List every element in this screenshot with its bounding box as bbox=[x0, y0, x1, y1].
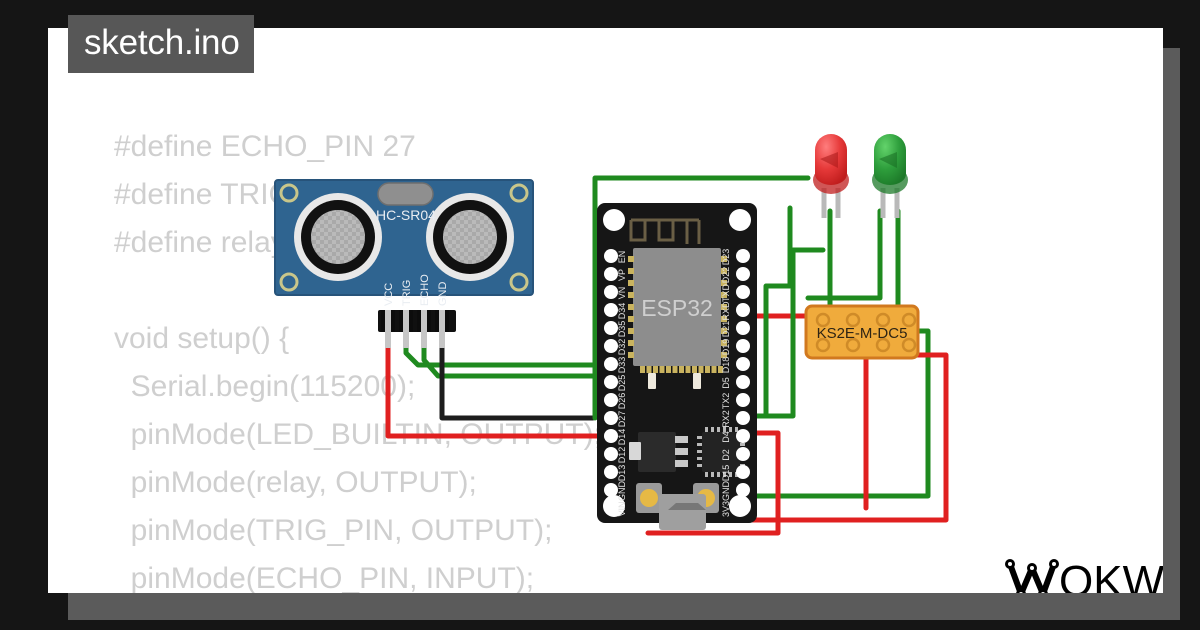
esp32-pin-label: D33 bbox=[617, 357, 627, 374]
esp32-pin-d33[interactable] bbox=[604, 357, 618, 371]
esp32-pin-d23[interactable] bbox=[736, 249, 750, 263]
esp32-pin-d27[interactable] bbox=[604, 411, 618, 425]
esp32-pin-label: D2 bbox=[721, 449, 731, 461]
code-line: void setup() { bbox=[114, 322, 290, 355]
esp32-pin-d2[interactable] bbox=[736, 447, 750, 461]
esp32-pin-3v3[interactable] bbox=[736, 501, 750, 515]
esp32-pin-d13[interactable] bbox=[604, 465, 618, 479]
file-tab-sketch-ino[interactable]: sketch.ino bbox=[68, 15, 254, 73]
esp32-pin-label: D32 bbox=[617, 339, 627, 356]
esp32-pin-label: VIN bbox=[617, 501, 627, 516]
esp32-pin-label: D35 bbox=[617, 321, 627, 338]
sensor-pin-label: GND bbox=[437, 282, 449, 307]
code-line: pinMode(TRIG_PIN, OUTPUT); bbox=[114, 514, 553, 547]
esp32-pin-label: EN bbox=[617, 251, 627, 264]
esp32-pin-label: D19 bbox=[721, 339, 731, 356]
esp32-pin-label: VN bbox=[617, 287, 627, 300]
esp32-pin-txd[interactable] bbox=[736, 285, 750, 299]
esp32-pin-d32[interactable] bbox=[604, 339, 618, 353]
esp32-pin-label: D12 bbox=[617, 447, 627, 464]
esp32-pin-label: D25 bbox=[617, 375, 627, 392]
esp32-pin-vp[interactable] bbox=[604, 267, 618, 281]
code-line: Serial.begin(115200); bbox=[114, 370, 416, 403]
esp32-chip-label: ESP32 bbox=[641, 295, 713, 321]
esp32-pin-gnd[interactable] bbox=[736, 483, 750, 497]
esp32-pin-label: D14 bbox=[617, 429, 627, 446]
wokwi-logo: OKWi bbox=[1005, 552, 1163, 593]
esp32-pin-d19[interactable] bbox=[736, 339, 750, 353]
esp32-pin-d21[interactable] bbox=[736, 321, 750, 335]
esp32-pin-label: D18 bbox=[721, 357, 731, 374]
esp32-pin-label: D21 bbox=[721, 321, 731, 338]
esp32-pin-vn[interactable] bbox=[604, 285, 618, 299]
esp32-pin-d15[interactable] bbox=[736, 465, 750, 479]
led-green bbox=[872, 134, 908, 218]
esp32-pin-d4[interactable] bbox=[736, 429, 750, 443]
esp32-pin-label: D15 bbox=[721, 465, 731, 482]
sensor-pin-label: ECHO bbox=[419, 274, 431, 306]
sensor-part-label: HC-SR04 bbox=[376, 207, 436, 223]
esp32-pin-label: TXD bbox=[721, 283, 731, 302]
esp32-pin-label: D5 bbox=[721, 377, 731, 389]
esp32-pin-label: 3V3 bbox=[721, 501, 731, 517]
diagram-canvas[interactable]: #define ECHO_PIN 27#define TRIG_PIN 26#d… bbox=[48, 28, 1163, 593]
relay-part-label: KS2E-M-DC5 bbox=[817, 325, 908, 342]
esp32-pin-label: D27 bbox=[617, 411, 627, 428]
esp32-pin-label: GND bbox=[617, 481, 627, 502]
esp32-pin-d5[interactable] bbox=[736, 375, 750, 389]
esp32-board: ESP32 bbox=[597, 203, 757, 530]
code-line: #define ECHO_PIN 27 bbox=[114, 130, 416, 163]
esp32-pin-label: RXD bbox=[721, 301, 731, 321]
esp32-pin-label: D23 bbox=[721, 249, 731, 266]
relay-module: KS2E-M-DC5 bbox=[804, 304, 920, 360]
code-listing: #define ECHO_PIN 27#define TRIG_PIN 26#d… bbox=[114, 123, 814, 593]
esp32-pin-en[interactable] bbox=[604, 249, 618, 263]
esp32-pin-label: VP bbox=[617, 269, 627, 281]
esp32-pin-tx2[interactable] bbox=[736, 393, 750, 407]
esp32-pin-d35[interactable] bbox=[604, 321, 618, 335]
esp32-pin-label: D13 bbox=[617, 465, 627, 482]
wokwi-wordmark: OKWi bbox=[1059, 557, 1163, 593]
esp32-pin-d25[interactable] bbox=[604, 375, 618, 389]
led-red bbox=[813, 134, 849, 218]
esp32-pin-label: TX2 bbox=[721, 393, 731, 410]
hc-sr04-sensor: HC-SR04 VCC TRIG ECHO GND bbox=[274, 179, 534, 332]
esp32-pin-gnd[interactable] bbox=[604, 483, 618, 497]
esp32-pin-d26[interactable] bbox=[604, 393, 618, 407]
esp32-pin-d22[interactable] bbox=[736, 267, 750, 281]
esp32-pin-d18[interactable] bbox=[736, 357, 750, 371]
esp32-pin-label: D34 bbox=[617, 303, 627, 320]
esp32-pin-label: D26 bbox=[617, 393, 627, 410]
esp32-pin-label: D22 bbox=[721, 267, 731, 284]
esp32-pin-rx2[interactable] bbox=[736, 411, 750, 425]
esp32-pin-d14[interactable] bbox=[604, 429, 618, 443]
sensor-pin-label: VCC bbox=[383, 283, 395, 306]
esp32-pin-label: RX2 bbox=[721, 410, 731, 428]
esp32-pin-d34[interactable] bbox=[604, 303, 618, 317]
circuit-diagram: HC-SR04 VCC TRIG ECHO GND bbox=[48, 28, 1163, 593]
code-line: pinMode(ECHO_PIN, INPUT); bbox=[114, 562, 535, 593]
esp32-pin-d12[interactable] bbox=[604, 447, 618, 461]
esp32-pin-rxd[interactable] bbox=[736, 303, 750, 317]
esp32-pin-label: GND bbox=[721, 481, 731, 502]
code-line: pinMode(relay, OUTPUT); bbox=[114, 466, 477, 499]
esp32-pin-vin[interactable] bbox=[604, 501, 618, 515]
wire-group bbox=[385, 175, 949, 536]
sensor-pin-label: TRIG bbox=[401, 280, 413, 306]
esp32-pin-label: D4 bbox=[721, 431, 731, 443]
